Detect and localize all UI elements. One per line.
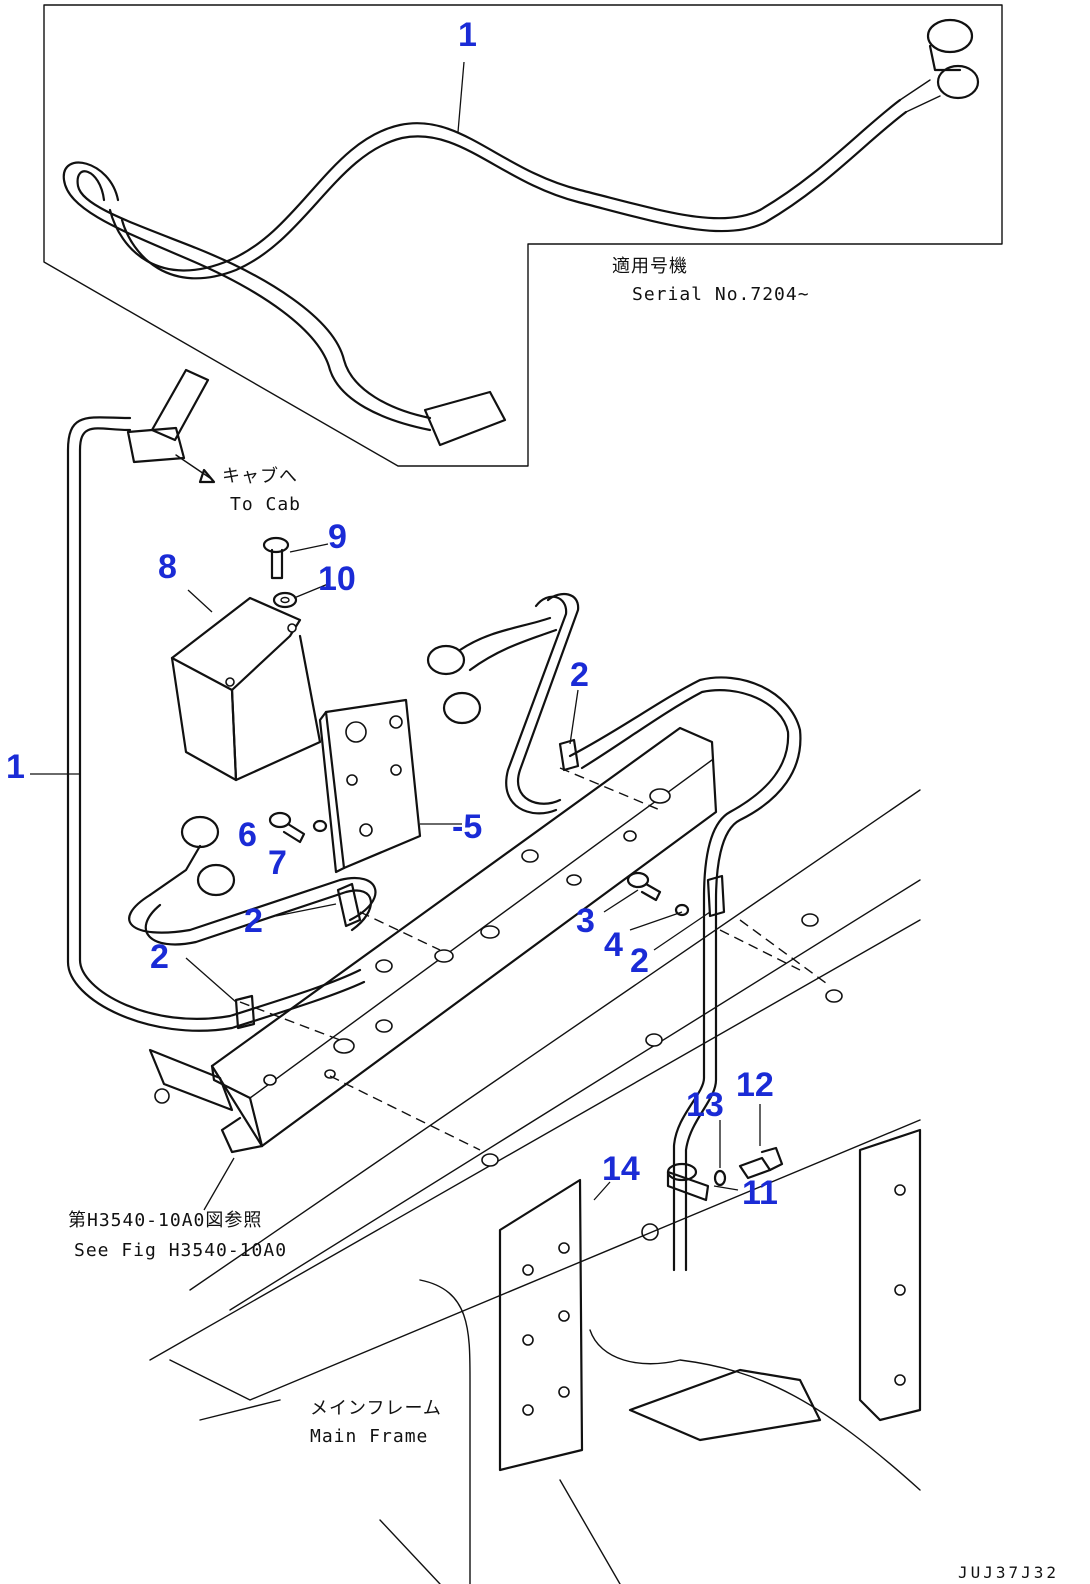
callout-6: 6 [238,816,257,854]
callout-4: 4 [604,926,623,964]
main-harness [66,416,366,1032]
callout-13: 13 [686,1086,724,1124]
callout-3: 3 [576,902,595,940]
sub-harness-lower [128,877,377,946]
callout-2-right: 2 [630,942,649,980]
callout-12: 12 [736,1066,774,1104]
callout-2-mid: 2 [244,902,263,940]
leader-lines [30,61,761,1211]
washer-10 [272,591,298,609]
cab-note-jp: キャブへ [222,465,298,487]
inset-frame [43,4,1003,467]
drawing-code: JUJ37J32 [958,1563,1059,1582]
serial-note-jp: 適用号機 [612,256,688,277]
reference-lines [239,767,843,1167]
notes: 適用号機 Serial No.7204~ キャブへ To Cab 第H3540-… [68,256,1059,1582]
bolt-12 [738,1146,784,1180]
clamp-14 [641,1162,710,1241]
callout-2-upper: 2 [570,656,589,694]
cover-8 [170,596,322,782]
callout-2-left: 2 [150,938,169,976]
washer-4 [674,903,690,917]
callout-10: 10 [318,560,356,598]
plate-5 [318,698,422,874]
callout-11: 11 [742,1174,778,1212]
sub-harness-upper [505,592,580,815]
see-fig-note-en: See Fig H3540-10A0 [74,1240,287,1261]
cab-connector [126,368,216,484]
callout-9: 9 [328,518,347,556]
callout-8: 8 [158,548,177,586]
see-fig-note-jp: 第H3540-10A0図参照 [68,1210,262,1231]
bolt-3 [626,871,662,902]
main-frame [149,789,922,1584]
callout-1-top: 1 [458,16,477,54]
callout-7: 7 [268,844,287,882]
serial-note-en: Serial No.7204~ [632,284,810,305]
callout-14: 14 [602,1150,640,1188]
right-harness [568,676,802,1272]
inset-harness [62,18,980,447]
bolt-6 [268,811,306,844]
washer-13 [713,1169,727,1187]
end-clamp [148,994,256,1112]
channel-bracket [210,726,718,1154]
main-frame-note-en: Main Frame [310,1426,428,1447]
main-frame-note-jp: メインフレーム [310,1398,442,1419]
callouts: 1 1 8 9 10 2 -5 6 7 2 2 3 4 2 12 13 14 1… [6,16,778,1212]
relay-connectors [148,616,558,897]
cab-note-en: To Cab [230,494,301,515]
callout-1-left: 1 [6,748,25,786]
washer-7 [312,819,328,833]
bolt-9 [262,536,290,580]
callout-5: -5 [452,808,482,846]
